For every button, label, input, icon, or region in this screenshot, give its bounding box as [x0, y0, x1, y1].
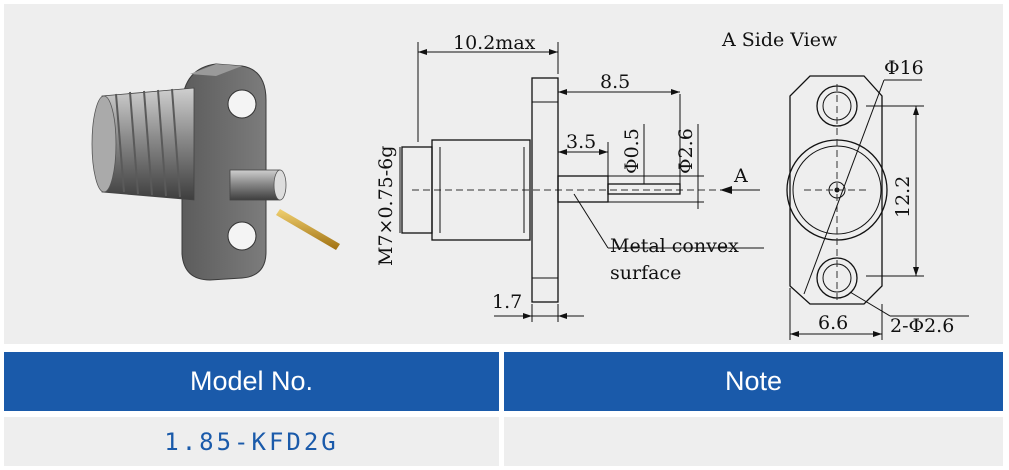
- product-table: Model No. Note 1.85-KFD2G: [4, 352, 1003, 466]
- dim-insulator-diameter: Φ2.6: [675, 128, 697, 174]
- dim-hole-spacing: 12.2: [892, 176, 914, 218]
- dim-flange-to-pin: 8.5: [600, 71, 630, 93]
- callout-line-2: surface: [610, 262, 681, 284]
- dim-outer-diameter: Φ16: [884, 57, 924, 79]
- dim-overall-length: 10.2max: [453, 32, 536, 54]
- dim-body-length: 3.5: [566, 131, 596, 153]
- drawing-svg: 10.2max 8.5 3.5 Φ0.5 Φ2.6 M7×0.75-6g: [91, 29, 969, 340]
- dim-pin-diameter: Φ0.5: [621, 128, 643, 174]
- header-note: Note: [504, 352, 1003, 411]
- dim-flange-width: 6.6: [818, 312, 848, 334]
- view-arrow-label: A: [733, 165, 748, 187]
- model-number-cell: 1.85-KFD2G: [4, 417, 499, 466]
- section-view-drawing: 10.2max 8.5 3.5 Φ0.5 Φ2.6 M7×0.75-6g: [375, 32, 764, 322]
- dim-thread: M7×0.75-6g: [375, 146, 397, 266]
- dim-flange-thickness: 1.7: [492, 291, 522, 313]
- dim-hole-diameter: 2-Φ2.6: [890, 315, 954, 337]
- header-model-no: Model No.: [4, 352, 499, 411]
- note-cell: [504, 417, 1003, 466]
- side-view-title: A Side View: [721, 29, 838, 51]
- technical-drawing-panel: 10.2max 8.5 3.5 Φ0.5 Φ2.6 M7×0.75-6g: [4, 4, 1003, 344]
- callout-line-1: Metal convex: [610, 235, 739, 257]
- connector-3d-render: [91, 63, 340, 281]
- a-side-view-drawing: A Side View Φ16 12.2: [721, 29, 969, 340]
